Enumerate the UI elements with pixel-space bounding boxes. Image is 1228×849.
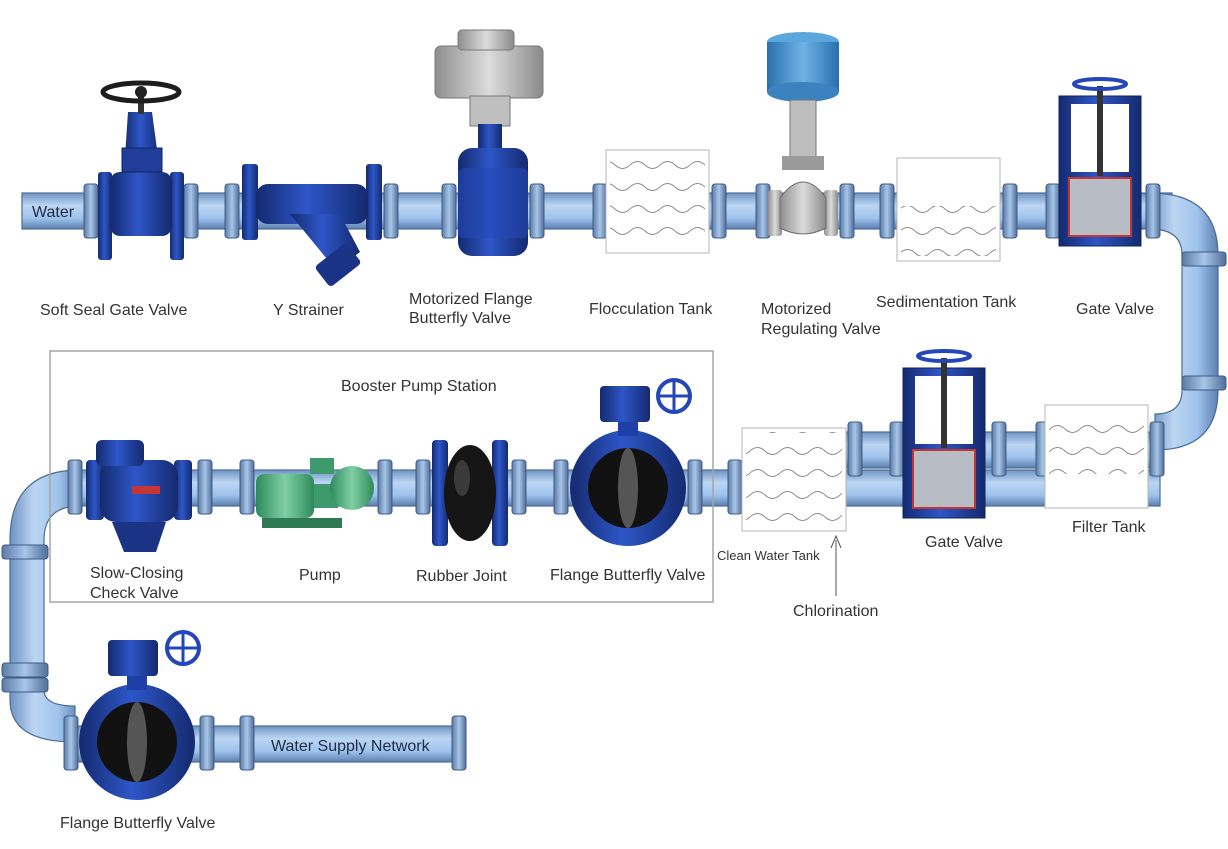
slow-closing-check-valve-icon — [86, 440, 192, 552]
label-pump: Pump — [299, 567, 341, 584]
y-strainer-icon — [242, 164, 382, 286]
outlet-label: Water Supply Network — [271, 738, 431, 755]
clean-water-tank-icon — [741, 427, 847, 532]
label-soft-seal-gate-valve: Soft Seal Gate Valve — [40, 302, 187, 319]
flange-butterfly-valve-outlet-icon — [79, 630, 201, 800]
label-gate-valve-middle: Gate Valve — [925, 534, 1003, 551]
flocculation-tank-icon — [605, 149, 710, 254]
gate-valve-top-icon — [1058, 77, 1142, 247]
label-flange-butterfly-valve-outlet: Flange Butterfly Valve — [60, 815, 215, 832]
soft-seal-gate-valve-icon — [98, 80, 184, 260]
chlorination-label: Chlorination — [793, 603, 878, 620]
pump-icon — [256, 458, 374, 528]
label-flange-butterfly-valve-station: Flange Butterfly Valve — [550, 567, 705, 584]
label-gate-valve-top: Gate Valve — [1076, 301, 1154, 318]
sedimentation-tank-icon — [896, 157, 1001, 262]
booster-pump-station-title: Booster Pump Station — [341, 378, 497, 395]
motorized-flange-butterfly-valve-icon — [434, 29, 544, 256]
filter-tank-icon — [1044, 404, 1149, 509]
motorized-regulating-valve-icon — [767, 32, 839, 236]
label-filter-tank: Filter Tank — [1072, 519, 1147, 536]
label-sedimentation-tank: Sedimentation Tank — [876, 294, 1017, 311]
label-flocculation-tank: Flocculation Tank — [589, 301, 713, 318]
chlorination-arrow — [830, 534, 842, 596]
label-rubber-joint: Rubber Joint — [416, 568, 507, 585]
gate-valve-middle-icon — [902, 349, 986, 519]
inlet-label: Water — [32, 204, 75, 221]
flange-butterfly-valve-station-icon — [570, 378, 692, 546]
label-clean-water-tank: Clean Water Tank — [717, 548, 820, 563]
flange-couplings — [1, 183, 1227, 771]
booster-pump-station-boundary — [49, 350, 714, 603]
rubber-joint-icon — [432, 440, 508, 546]
label-y-strainer: Y Strainer — [273, 302, 345, 319]
